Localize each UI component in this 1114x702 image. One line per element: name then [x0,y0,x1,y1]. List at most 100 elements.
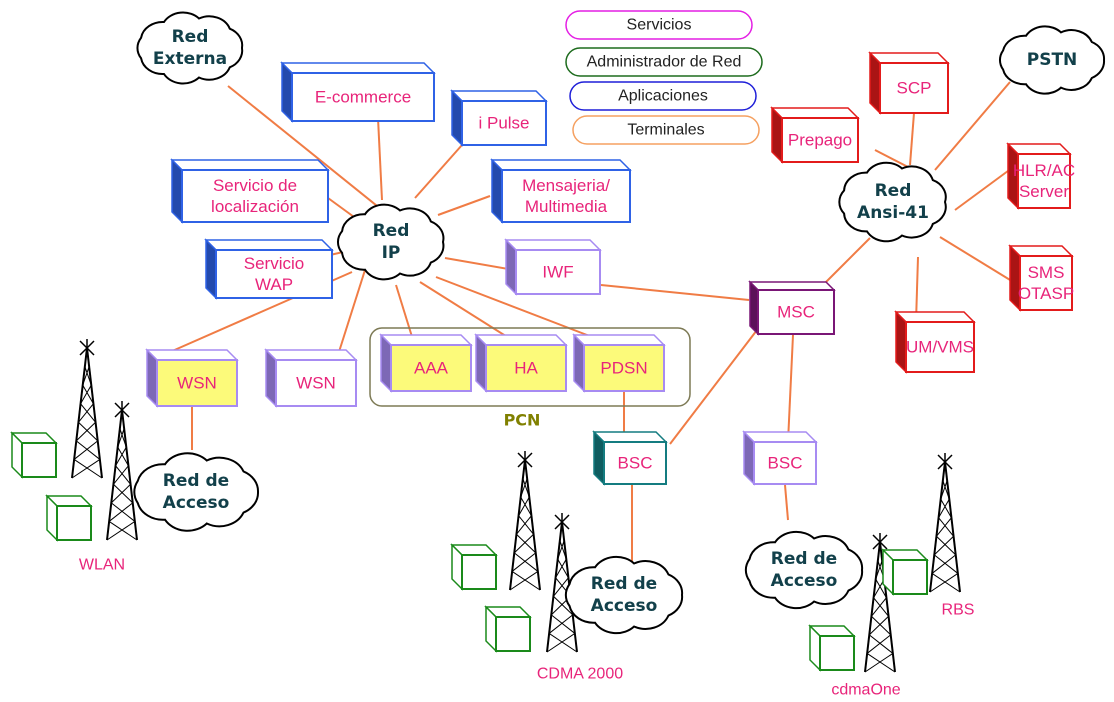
legend-swatch [569,81,757,111]
cloud-outline [133,452,260,532]
legend-label: Terminales [627,122,704,139]
node-front-face [461,100,547,146]
legend-item-terminales: Terminales [572,115,760,145]
node-aaa: AAA [379,333,473,393]
site-label-cdmaone: cdmaOne [831,682,900,699]
cloud-label-line-2: Acceso [591,596,658,616]
node-front-face [156,359,238,407]
node-label-line-2: WAP [255,275,293,294]
node-side-face [475,333,487,393]
node-front-face [757,289,835,335]
node-top-face [770,107,860,119]
link-line-23 [934,81,1011,171]
site-label-cdma2000: CDMA 2000 [537,666,623,683]
node-label: i Pulse [478,114,529,133]
node-top-face [170,159,330,171]
node-label-line-2: Multimedia [525,197,608,216]
node-front-face [390,344,472,392]
node-front-face [603,441,667,485]
node-label: E-commerce [315,88,411,107]
cloud-label: PSTN [1027,50,1078,70]
cloud-label-line-1: Red de [163,471,229,491]
terminal-2 [45,494,93,542]
node-top-face [504,239,602,251]
cloud-label-line-2: Externa [153,49,227,69]
node-side-face [743,430,755,486]
site-label-wlan: WLAN [79,557,125,574]
node-label: AAA [414,359,449,378]
node-side-face [593,430,605,486]
cloud-label-line-1: Red de [771,549,837,569]
node-label: SCP [897,79,932,98]
node-top-face [748,281,836,291]
node-side-face [205,238,217,300]
node-side-face [505,238,517,296]
connection-lines [169,81,1016,566]
link-line-3 [414,144,463,199]
link-line-18 [787,334,794,443]
node-front-face [753,441,817,485]
node-iwf: IWF [504,238,602,296]
cloud-label-line-2: Acceso [771,571,838,591]
node-top-face [474,334,568,346]
cloud-outline [564,555,684,635]
node-front-face [181,169,329,223]
terminal-6 [808,624,856,672]
terminal-3 [450,543,498,591]
link-line-24 [954,167,1013,211]
node-ecommerce: E-commerce [280,61,436,123]
node-front-face [515,249,601,295]
node-side-face [573,333,585,393]
legend-item-administrador: Administrador de Red [565,47,763,77]
node-side-face [451,89,463,147]
node-label-line-1: Mensajeria/ [522,176,610,195]
pcn-border [369,327,691,407]
cloud-pstn: PSTN [999,25,1106,95]
legend-label: Administrador de Red [587,54,742,71]
node-bsc-cdmaone: BSC [742,430,818,486]
site-label-rbs: RBS [942,602,975,619]
node-prepago: Prepago [770,106,860,164]
node-label-line-1: HLR/AC [1013,161,1075,180]
cloud-label-line-1: Red [172,27,209,47]
node-umvms: UM/VMS [894,310,976,374]
node-side-face [491,158,503,224]
legend-item-servicios: Servicios [565,10,753,40]
node-msc: MSC [748,280,836,336]
node-mensajeria: Mensajeria/Multimedia [490,158,632,224]
node-hlr: HLR/AC Server [1006,142,1075,210]
link-line-22 [909,112,915,166]
node-top-face [450,90,548,102]
link-line-9 [337,269,366,356]
link-line-13 [435,276,601,341]
legend-swatch [565,10,753,40]
pcn-group: PCN [369,327,691,430]
terminal-4 [484,605,532,653]
node-top-face [145,349,239,361]
node-label: WSN [296,374,336,393]
node-label: MSC [777,303,815,322]
node-top-face [490,159,632,171]
node-label-line-2: Server [1019,182,1069,201]
node-pdsn: PDSN [572,333,666,393]
node-label-line-1: SMS [1028,263,1065,282]
node-top-face [868,52,950,64]
node-front-face [291,72,435,122]
node-label-line-2: localización [211,197,299,216]
node-side-face [265,348,277,408]
link-line-8 [600,284,750,301]
cloud-label-line-2: IP [382,243,401,263]
node-side-face [380,333,392,393]
node-front-face [905,321,975,373]
cloud-label-line-1: Red [373,221,410,241]
node-side-face [869,51,881,115]
legend-item-aplicaciones: Aplicaciones [569,81,757,111]
node-front-face [1019,255,1073,311]
antenna-tower-3 [509,451,541,591]
node-label-line-1: Servicio de [213,176,297,195]
terminal-5 [881,548,929,596]
